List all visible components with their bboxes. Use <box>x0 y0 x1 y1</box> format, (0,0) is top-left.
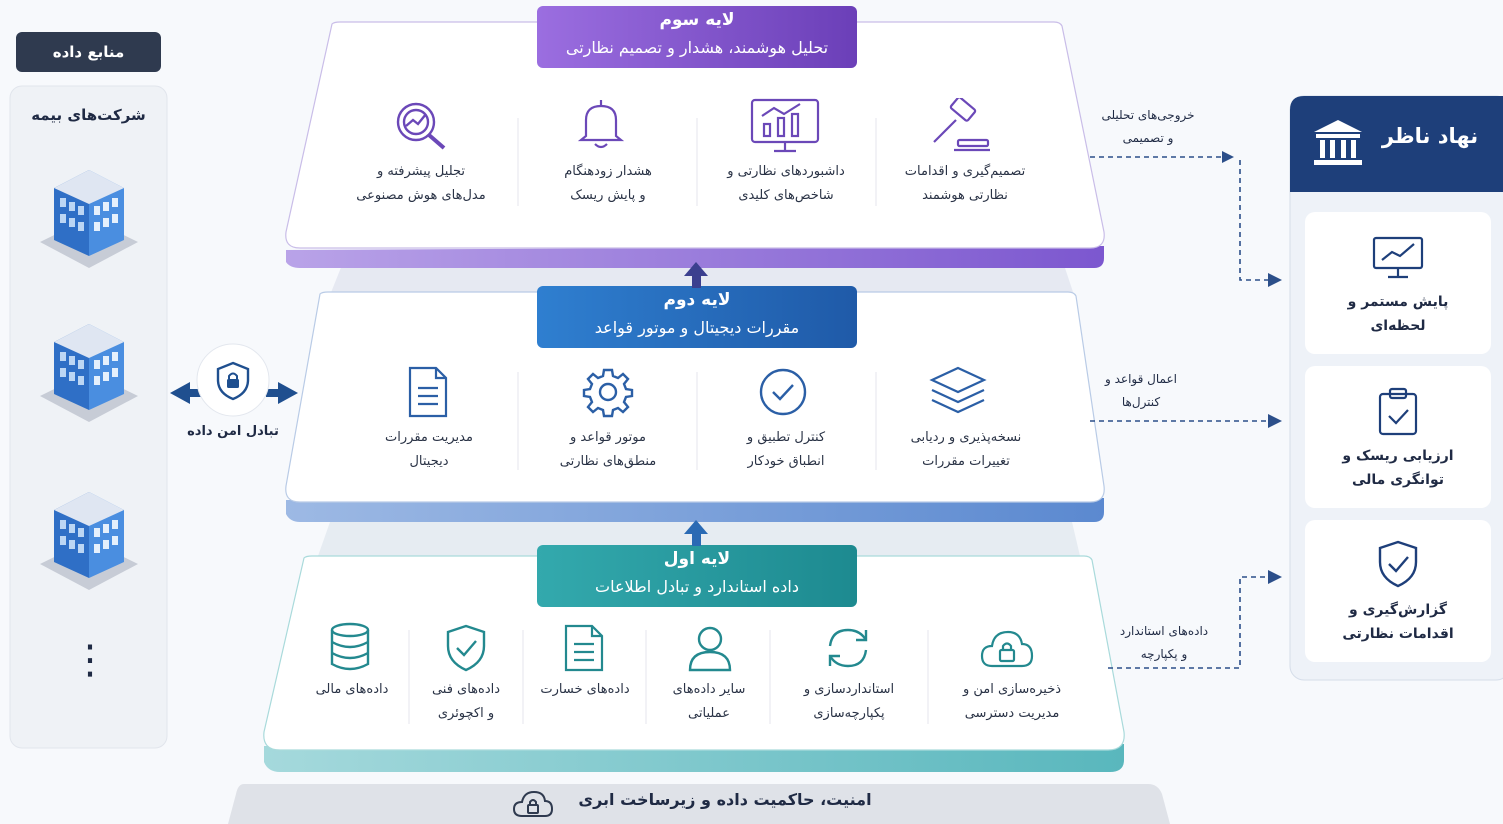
monitor-chart-icon <box>1372 236 1424 279</box>
layer3-title-badge <box>537 6 857 68</box>
sources-header: منابع داده <box>52 43 125 61</box>
layer2-title: لایه دوم <box>663 290 731 310</box>
building-icon <box>40 324 138 422</box>
layer3-base <box>286 246 1104 268</box>
arrow-head-icon <box>1268 414 1282 428</box>
more-dots: ⋮ <box>70 637 110 683</box>
layer1-base <box>264 744 1124 772</box>
double-arrow-icon <box>170 382 298 404</box>
shield-check-icon <box>446 624 486 672</box>
check-circle-icon <box>759 368 807 416</box>
shield-check-icon <box>1378 540 1418 588</box>
regulator-card <box>1305 212 1491 354</box>
regulator-title: نهاد ناظر <box>1381 124 1479 148</box>
regulator-header-bg <box>1290 96 1503 192</box>
clipboard-check-icon <box>1378 387 1418 436</box>
cloud-lock-icon <box>980 630 1034 668</box>
document-icon <box>408 366 448 418</box>
layer2-base <box>286 498 1104 522</box>
layer2-title-badge <box>537 286 857 348</box>
bell-icon <box>577 100 625 149</box>
layer-connector <box>330 265 1074 295</box>
user-icon <box>688 626 732 672</box>
regulator-card <box>1305 520 1491 662</box>
flow-top-line <box>1090 156 1272 281</box>
layer3-panel <box>285 21 1105 249</box>
building-icon <box>40 170 138 268</box>
layer1-item-label: داده‌های خسارت <box>540 682 630 697</box>
dashboard-icon <box>750 98 820 153</box>
layer1-item-label: داده‌های مالی <box>315 682 389 697</box>
layer1-title: لایه اول <box>663 549 731 569</box>
layer2-subtitle: مقررات دیجیتال و موتور قواعد <box>594 318 800 337</box>
exchange-label: تبادل امن داده <box>187 424 279 439</box>
sources-title: شرکت‌های بیمه <box>31 106 146 124</box>
flow-bot-line <box>1108 576 1272 669</box>
arrow-head-icon <box>1268 570 1282 584</box>
document-icon <box>564 624 604 672</box>
footer-band <box>228 784 1170 824</box>
layer3-title: لایه سوم <box>659 10 735 30</box>
layer3-subtitle: تحلیل هوشمند، هشدار و تصمیم نظارتی <box>565 38 829 57</box>
gear-icon <box>582 368 634 418</box>
gavel-icon <box>933 98 990 152</box>
regulator-card <box>1305 366 1491 508</box>
arrow-head-icon <box>1268 273 1282 287</box>
shield-lock-icon <box>216 361 250 401</box>
up-arrow-icon <box>684 520 708 546</box>
institution-icon <box>1314 120 1362 165</box>
layer1-subtitle: داده استاندارد و تبادل اطلاعات <box>595 577 799 596</box>
building-icon <box>40 492 138 590</box>
arrow-head-icon <box>1222 151 1234 163</box>
database-icon <box>330 622 370 671</box>
cloud-lock-icon <box>512 790 554 817</box>
layer2-panel <box>285 291 1105 503</box>
layer1-panel <box>263 555 1125 751</box>
magnifier-chart-icon <box>396 102 446 150</box>
layer1-title-badge <box>537 545 857 607</box>
sources-header-bg <box>16 32 161 72</box>
footer-label: امنیت، حاکمیت داده و زیرساخت ابری <box>578 790 872 809</box>
up-arrow-icon <box>684 262 708 288</box>
layers-icon <box>929 366 987 414</box>
sync-icon <box>828 628 868 668</box>
